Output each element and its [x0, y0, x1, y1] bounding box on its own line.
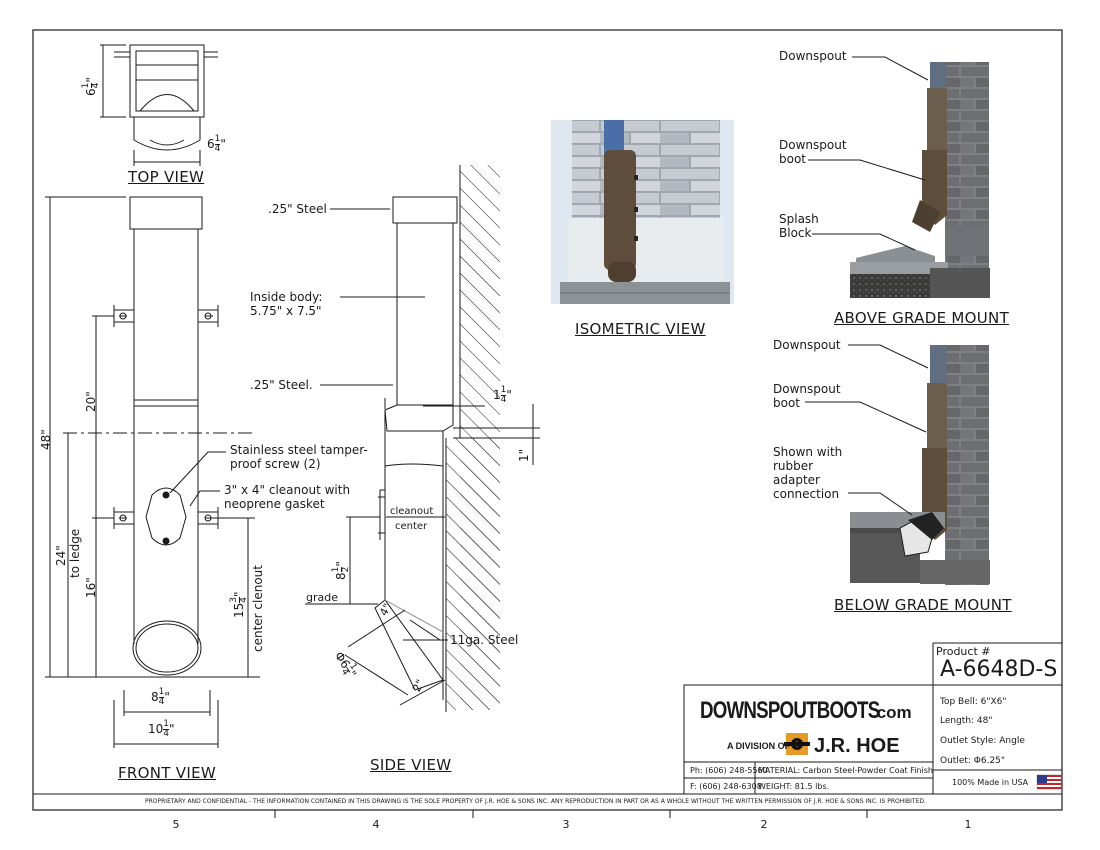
shown-with-line2: rubber [773, 459, 814, 473]
steel-top-note: .25" Steel [268, 202, 327, 216]
below-downspout-label: Downspout [773, 338, 841, 352]
grade-label: grade [306, 591, 338, 604]
zone-5: 5 [172, 818, 180, 831]
shown-with-line1: Shown with [773, 445, 843, 459]
below-grade-title: BELOW GRADE MOUNT [834, 596, 1012, 614]
zone-3: 3 [562, 818, 570, 831]
jr-hoe-logo-icon [784, 733, 810, 755]
length-spec: Length: 48" [940, 716, 993, 726]
above-grade-render [850, 62, 990, 298]
cleanout-center-line2: center [395, 521, 428, 532]
below-grade-leaders [805, 344, 929, 516]
product-number: A-6648D-S [940, 657, 1058, 682]
shown-with-line3: adapter [773, 473, 820, 487]
fax-number: F: (606) 248-6308 [690, 782, 762, 791]
screw-note-line1: Stainless steel tamper- [230, 443, 368, 457]
to-ledge-label: to ledge [68, 528, 82, 578]
inside-body-line1: Inside body: [250, 290, 323, 304]
dim-16: 16" [84, 577, 98, 598]
gauge-note: 11ga. Steel [450, 633, 519, 647]
phone-number: Ph: (606) 248-5560 [690, 766, 768, 775]
above-grade-title: ABOVE GRADE MOUNT [834, 309, 1010, 327]
front-view-title: FRONT VIEW [118, 764, 217, 782]
isometric-view-title: ISOMETRIC VIEW [575, 320, 706, 338]
weight-spec: WEIGHT: 81.5 lbs. [758, 782, 830, 791]
usa-flag-icon [1036, 774, 1062, 790]
below-boot-line2: boot [773, 396, 801, 410]
inside-body-line2: 5.75" x 7.5" [250, 304, 322, 318]
above-boot-line1: Downspout [779, 138, 847, 152]
overall-height-dim: 48" [39, 429, 53, 450]
division-label: A DIVISION OF [727, 741, 791, 751]
below-boot-line1: Downspout [773, 382, 841, 396]
brand-title: DOWNSPOUTBOOTS [700, 697, 880, 724]
top-view-title: TOP VIEW [128, 168, 205, 186]
made-in-usa: 100% Made in USA [952, 778, 1029, 787]
side-view-title: SIDE VIEW [370, 756, 452, 774]
above-downspout-label: Downspout [779, 49, 847, 63]
cleanout-note-line1: 3" x 4" cleanout with [224, 483, 351, 497]
front-view-drawing [45, 196, 260, 748]
dim-20: 20" [84, 391, 98, 412]
outlet-style-spec: Outlet Style: Angle [940, 736, 1025, 746]
above-boot-line2: boot [779, 152, 807, 166]
above-grade-leaders [808, 56, 929, 251]
company-name: J.R. HOE [814, 735, 900, 757]
isometric-render [551, 120, 734, 304]
dim-24: 24" [54, 545, 68, 566]
top-view-drawing [100, 44, 218, 166]
shown-with-line4: connection [773, 487, 840, 501]
zone-1: 1 [964, 818, 972, 831]
zone-2: 2 [760, 818, 768, 831]
splash-block-line1: Splash [779, 212, 819, 226]
cleanout-note-line2: neoprene gasket [224, 497, 325, 511]
cleanout-center-line1: cleanout [390, 506, 434, 517]
below-grade-render [850, 345, 990, 585]
side-view-drawing [305, 165, 540, 712]
splash-block-line2: Block [779, 226, 812, 240]
brand-suffix: .com [872, 703, 912, 722]
zone-4: 4 [372, 818, 380, 831]
screw-note-line2: proof screw (2) [230, 457, 321, 471]
outlet-spec: Outlet: Φ6.25" [940, 756, 1006, 766]
proprietary-notice: PROPRIETARY AND CONFIDENTIAL - THE INFOR… [145, 798, 926, 805]
center-cleanout-label: center clenout [251, 565, 265, 652]
top-bell-spec: Top Bell: 6"X6" [940, 697, 1007, 707]
side-one-inch-dim: 1" [517, 448, 531, 462]
title-block-lines [683, 642, 1063, 795]
material-spec: MATERIAL: Carbon Steel-Powder Coat Finis… [758, 766, 933, 775]
product-label: Product # [936, 645, 991, 658]
steel-mid-note: .25" Steel. [250, 378, 313, 392]
